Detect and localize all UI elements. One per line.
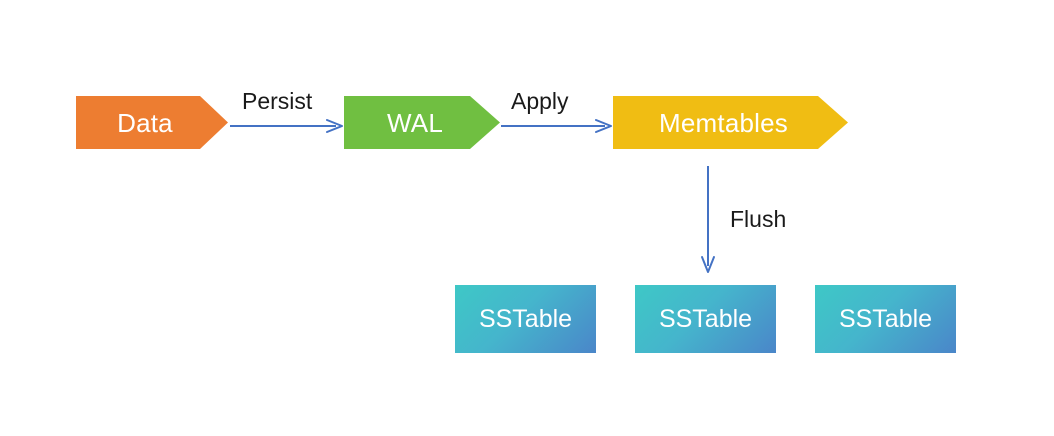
edge-persist-label: Persist [242,88,313,114]
node-sstable-2[interactable]: SSTable [635,285,776,353]
node-memtables[interactable]: Memtables [613,96,848,149]
node-sstable-1-label: SSTable [478,304,573,333]
edge-persist [230,118,346,134]
edge-apply [501,118,617,134]
node-sstable-3[interactable]: SSTable [815,285,956,353]
edge-apply-label: Apply [511,88,569,114]
node-sstable-2-label: SSTable [658,304,753,333]
node-data-label: Data [117,107,173,138]
node-sstable-1[interactable]: SSTable [455,285,596,353]
edge-flush-label: Flush [730,206,787,232]
node-wal[interactable]: WAL [344,96,500,149]
edge-flush [700,166,716,276]
node-wal-label: WAL [387,107,443,138]
node-memtables-label: Memtables [659,107,788,138]
node-sstable-3-label: SSTable [838,304,933,333]
node-data[interactable]: Data [76,96,228,149]
